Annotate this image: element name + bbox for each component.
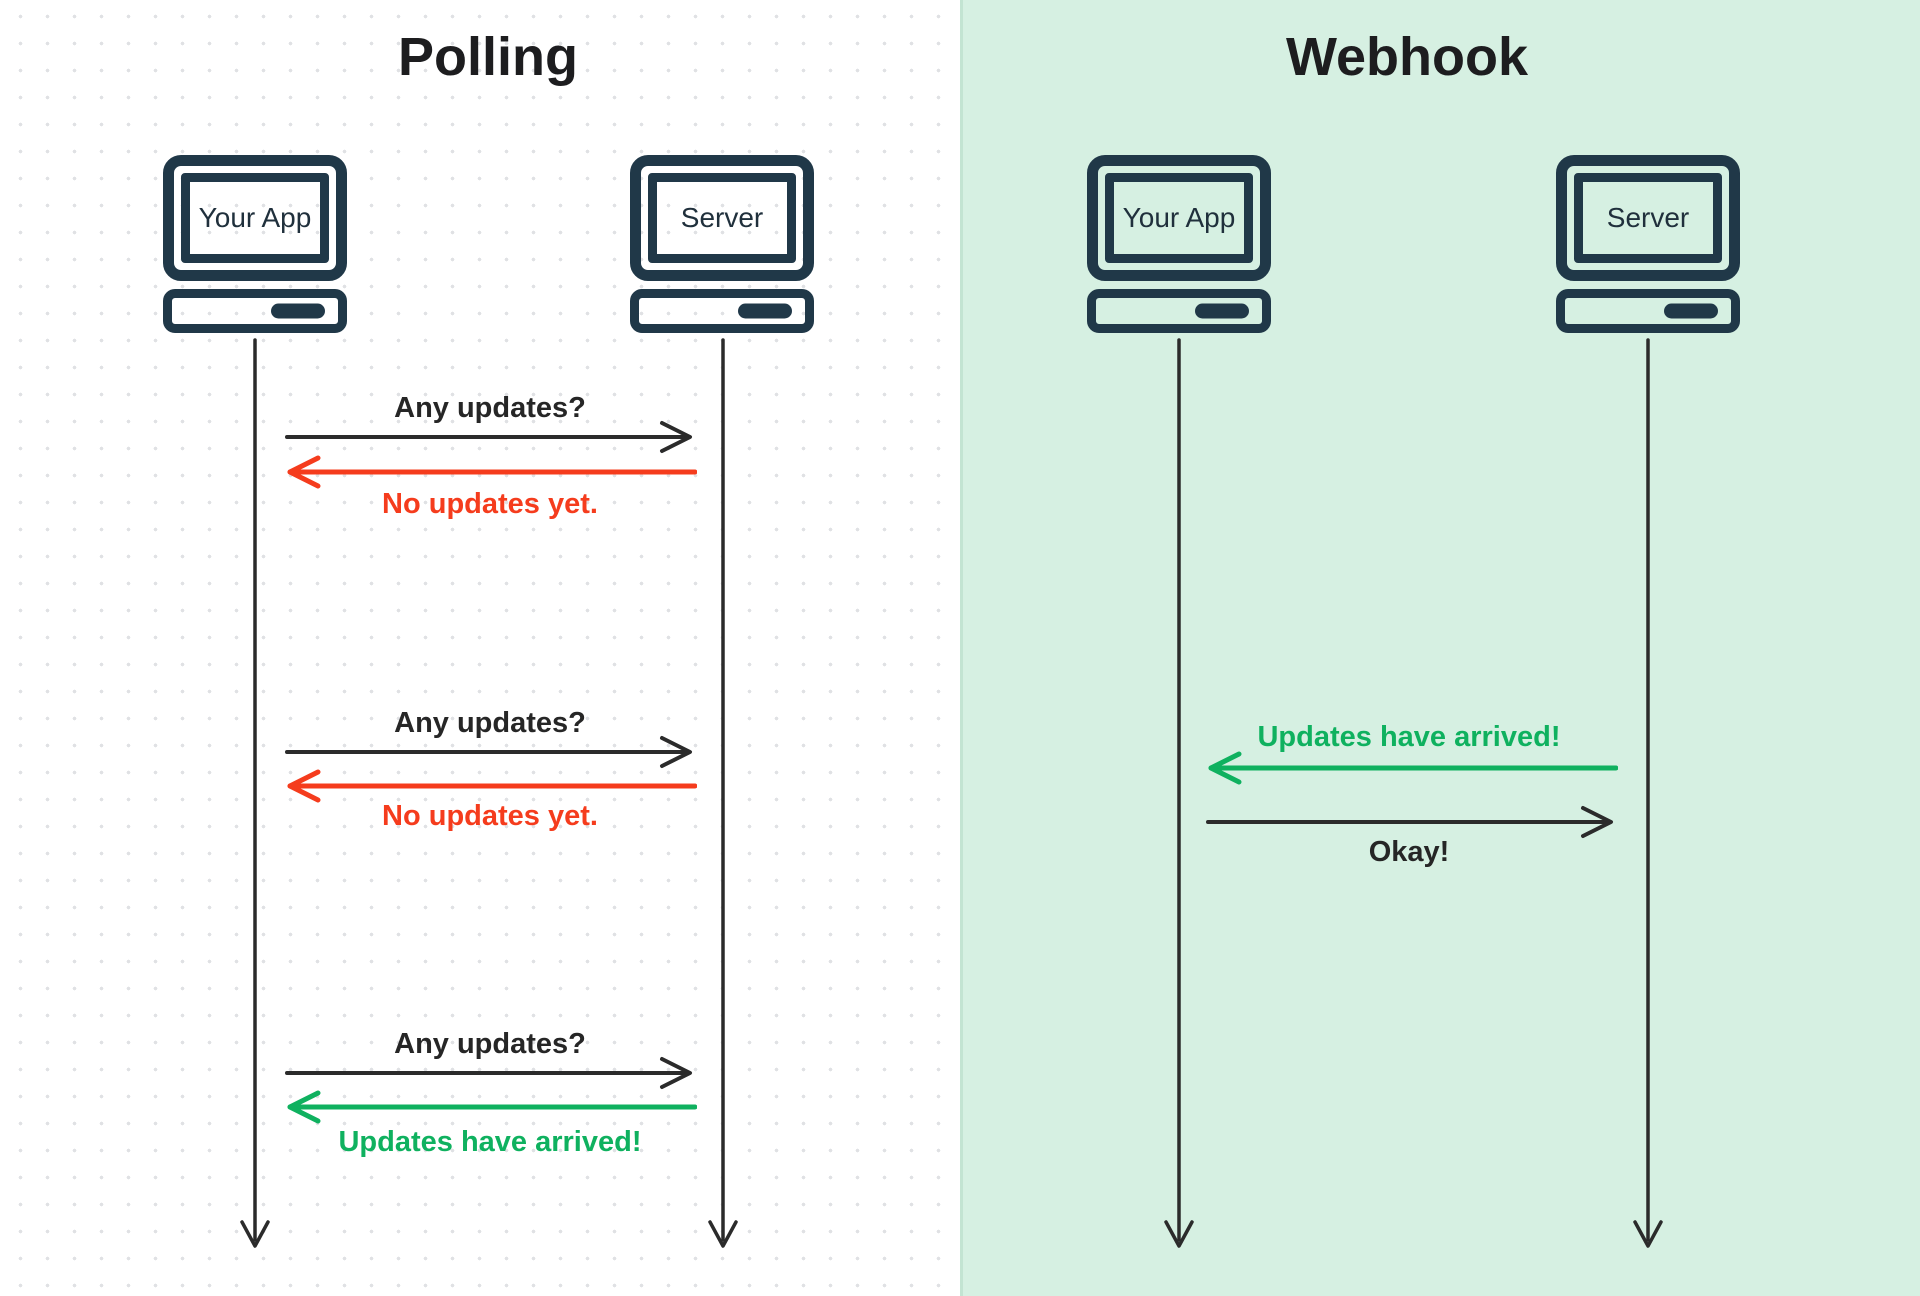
- response-arrow-left-icon: [287, 455, 697, 489]
- webhook-your-app-computer-icon: Your App: [1087, 155, 1271, 333]
- request-arrow-right-icon: [285, 736, 692, 768]
- monitor-screen: Server: [648, 173, 796, 263]
- polling-server-lifeline-arrow-down-icon: [708, 338, 738, 1248]
- computer-base-button: [271, 303, 325, 319]
- computer-base-button: [1195, 303, 1249, 319]
- request-label: Any updates?: [394, 1028, 586, 1060]
- webhook-server-lifeline-arrow-down-icon: [1633, 338, 1663, 1248]
- actor-label: Your App: [1122, 202, 1236, 233]
- webhook-title: Webhook: [1286, 27, 1528, 87]
- request-label: Any updates?: [394, 392, 586, 424]
- monitor-frame: Your App: [1087, 155, 1271, 281]
- monitor-screen: Server: [1574, 173, 1722, 263]
- actor-label: Server: [680, 202, 764, 233]
- monitor-frame: Your App: [163, 155, 347, 281]
- computer-base: [1556, 289, 1740, 333]
- acknowledgement-label: Okay!: [1368, 836, 1450, 868]
- monitor-frame: Server: [1556, 155, 1740, 281]
- computer-base: [163, 289, 347, 333]
- response-arrow-left-icon: [287, 1090, 697, 1124]
- polling-server-computer-icon: Server: [630, 155, 814, 333]
- webhook-your-app-lifeline-arrow-down-icon: [1164, 338, 1194, 1248]
- computer-base-button: [1664, 303, 1718, 319]
- response-label: No updates yet.: [382, 800, 598, 832]
- computer-base: [1087, 289, 1271, 333]
- actor-label: Server: [1606, 202, 1690, 233]
- response-label: Updates have arrived!: [338, 1126, 642, 1158]
- monitor-frame: Server: [630, 155, 814, 281]
- response-arrow-left-icon: [287, 769, 697, 803]
- webhook-server-computer-icon: Server: [1556, 155, 1740, 333]
- monitor-screen: Your App: [181, 173, 329, 263]
- polling-your-app-computer-icon: Your App: [163, 155, 347, 333]
- acknowledgement-arrow-right-icon: [1206, 806, 1613, 838]
- computer-base-button: [738, 303, 792, 319]
- notification-arrow-left-icon: [1208, 751, 1618, 785]
- response-label: No updates yet.: [382, 488, 598, 520]
- actor-label: Your App: [198, 202, 312, 233]
- request-arrow-right-icon: [285, 1057, 692, 1089]
- notification-label: Updates have arrived!: [1257, 721, 1561, 753]
- request-arrow-right-icon: [285, 421, 692, 453]
- polling-your-app-lifeline-arrow-down-icon: [240, 338, 270, 1248]
- polling-title: Polling: [398, 27, 578, 87]
- webhook-panel: Webhook Your App Server: [960, 0, 1920, 1296]
- monitor-screen: Your App: [1105, 173, 1253, 263]
- request-label: Any updates?: [394, 707, 586, 739]
- polling-panel: Polling Your App Server: [0, 0, 960, 1296]
- computer-base: [630, 289, 814, 333]
